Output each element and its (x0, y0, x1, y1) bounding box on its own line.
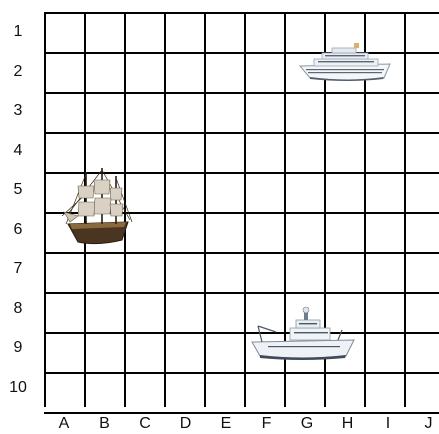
column-label: A (54, 414, 74, 434)
grid-line-horizontal (44, 12, 439, 14)
sailing-ship-icon (60, 164, 134, 248)
row-label: 9 (0, 338, 36, 358)
row-label: 1 (0, 22, 36, 42)
cruise-ship-icon (298, 42, 396, 84)
grid-line-horizontal (44, 132, 439, 134)
row-label: 6 (0, 220, 36, 240)
column-label: F (257, 414, 277, 434)
column-label: I (378, 414, 398, 434)
cruise-ship[interactable] (298, 42, 396, 84)
row-label: 4 (0, 141, 36, 161)
grid-line-horizontal (44, 292, 439, 294)
sailing-ship[interactable] (60, 164, 134, 248)
grid-line-vertical (204, 12, 206, 407)
column-label: J (419, 414, 439, 434)
column-label: C (135, 414, 155, 434)
row-label: 5 (0, 180, 36, 200)
column-label: G (297, 414, 317, 434)
row-label: 8 (0, 299, 36, 319)
grid-line-vertical (164, 12, 166, 407)
grid-line-vertical (44, 12, 46, 407)
column-label: H (338, 414, 358, 434)
research-vessel[interactable] (250, 306, 356, 362)
row-label: 3 (0, 101, 36, 121)
grid-line-horizontal (44, 92, 439, 94)
grid-line-vertical (404, 12, 406, 407)
row-label: 2 (0, 62, 36, 82)
row-label: 10 (0, 378, 36, 398)
column-label: E (216, 414, 236, 434)
row-label: 7 (0, 259, 36, 279)
column-label: D (176, 414, 196, 434)
grid-line-horizontal (44, 372, 439, 374)
column-label: B (95, 414, 115, 434)
grid-line-vertical (244, 12, 246, 407)
research-vessel-icon (250, 306, 356, 362)
grid-line-horizontal (44, 252, 439, 254)
grid-line-horizontal (44, 332, 439, 334)
